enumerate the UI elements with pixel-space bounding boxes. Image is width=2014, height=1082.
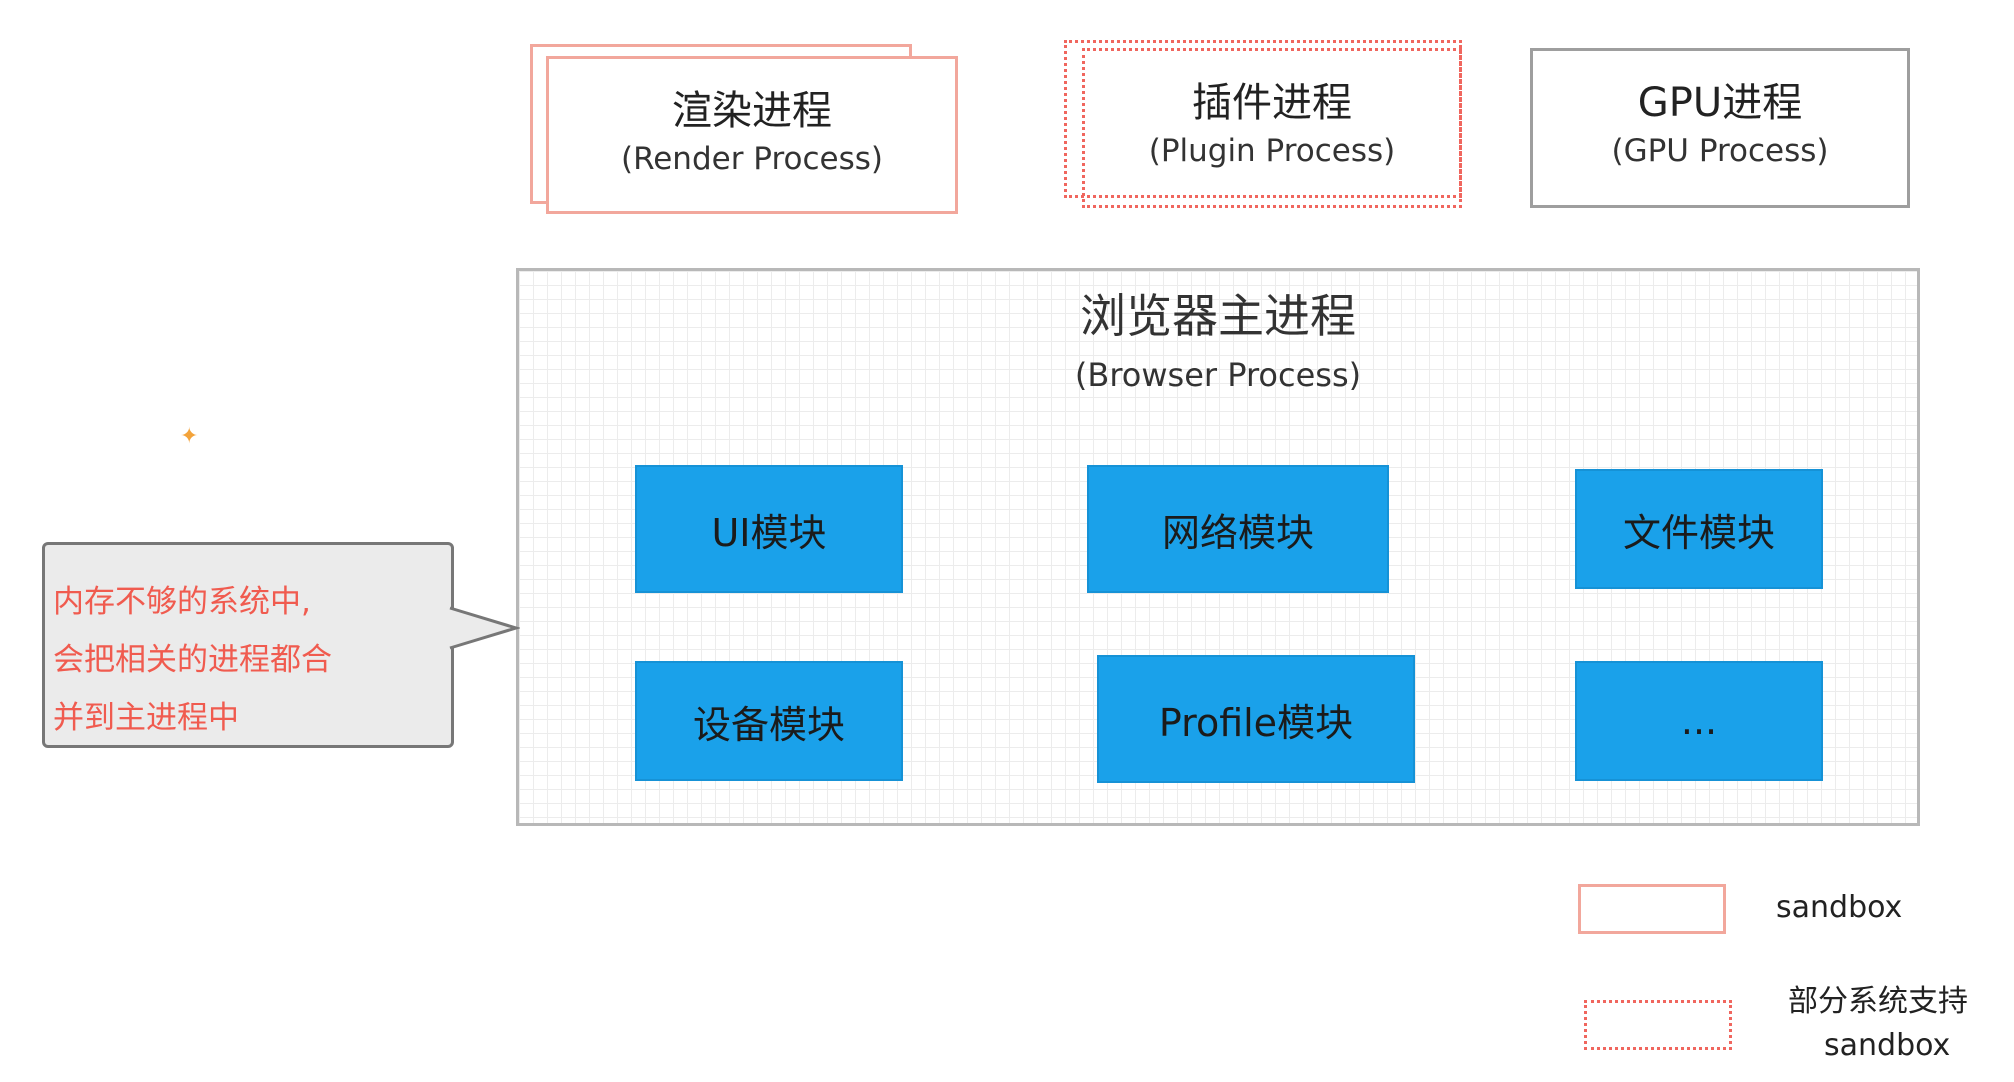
callout-line: 内存不够的系统中, xyxy=(53,584,311,620)
module-device: 设备模块 xyxy=(635,661,903,781)
browser-process-box: 浏览器主进程 (Browser Process) UI模块 网络模块 文件模块 … xyxy=(516,268,1920,826)
gpu-process-title: GPU进程 xyxy=(1637,80,1803,126)
plugin-process-box: 插件进程 (Plugin Process) xyxy=(1082,48,1462,208)
callout-tail xyxy=(448,606,520,650)
module-ui: UI模块 xyxy=(635,465,903,593)
gpu-process-subtitle: (GPU Process) xyxy=(1611,133,1829,169)
callout-box: 内存不够的系统中, 会把相关的进程都合 并到主进程中 xyxy=(42,542,454,748)
plugin-process-subtitle: (Plugin Process) xyxy=(1148,133,1396,169)
module-profile: Profile模块 xyxy=(1097,655,1415,783)
sparkle-icon: ✦ xyxy=(180,424,199,449)
callout-line: 并到主进程中 xyxy=(53,700,239,736)
module-more: ... xyxy=(1575,661,1823,781)
browser-process-title: 浏览器主进程 xyxy=(1080,289,1356,343)
module-network: 网络模块 xyxy=(1087,465,1389,593)
render-process-box: 渲染进程 (Render Process) xyxy=(546,56,958,214)
legend-sandbox-label: sandbox xyxy=(1776,890,1903,925)
legend-partial-sandbox-swatch xyxy=(1584,1000,1732,1050)
legend-partial-sandbox-label-line2: sandbox xyxy=(1824,1028,1951,1063)
legend-sandbox-swatch xyxy=(1578,884,1726,934)
legend-partial-sandbox-label-line1: 部分系统支持 xyxy=(1788,984,1968,1019)
plugin-process-title: 插件进程 xyxy=(1192,80,1352,126)
callout-line: 会把相关的进程都合 xyxy=(53,642,332,678)
render-process-title: 渲染进程 xyxy=(672,88,832,134)
module-file: 文件模块 xyxy=(1575,469,1823,589)
gpu-process-box: GPU进程 (GPU Process) xyxy=(1530,48,1910,208)
render-process-subtitle: (Render Process) xyxy=(620,141,883,177)
browser-process-subtitle: (Browser Process) xyxy=(1074,356,1362,394)
